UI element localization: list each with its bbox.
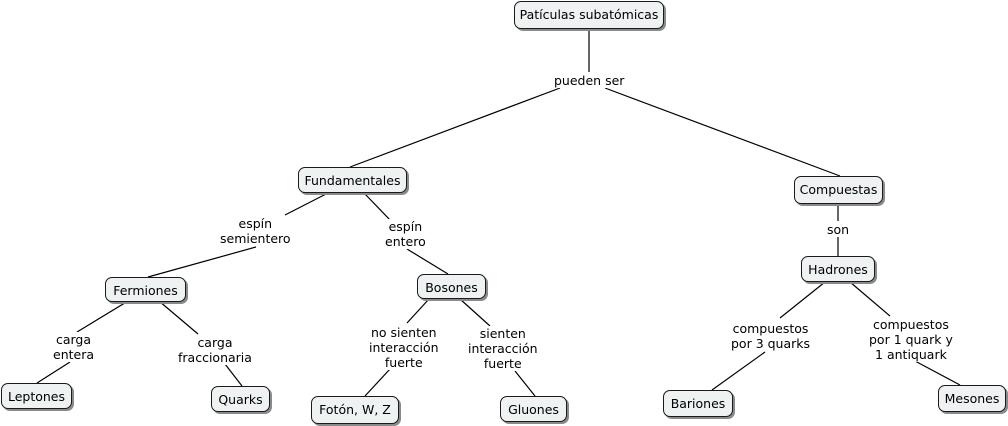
link-compuestos-por-1-quark-y-1-antiquark: compuestos por 1 quark y 1 antiquark (867, 317, 955, 362)
concept-hadrones[interactable]: Hadrones (801, 256, 875, 282)
concept-compuestas[interactable]: Compuestas (794, 176, 883, 204)
link-no-sienten-interaccion-fuerte: no sienten interacción fuerte (367, 325, 441, 370)
concept-fermiones[interactable]: Fermiones (105, 277, 186, 302)
concept-fundamentales[interactable]: Fundamentales (298, 167, 407, 193)
link-sienten-interaccion-fuerte: sienten interacción fuerte (466, 326, 540, 371)
concept-quarks[interactable]: Quarks (211, 386, 270, 412)
concept-leptones[interactable]: Leptones (1, 383, 72, 409)
link-espin-entero: espín entero (383, 219, 428, 249)
concept-particulas-subatomicas[interactable]: Patículas subatómicas (514, 1, 664, 29)
concept-bosones[interactable]: Bosones (417, 274, 486, 299)
link-pueden-ser: pueden ser (552, 73, 627, 88)
link-carga-fraccionaria: carga fraccionaria (176, 335, 254, 365)
link-carga-entera: carga entera (51, 332, 97, 362)
concept-gluones[interactable]: Gluones (500, 396, 567, 422)
concept-foton-w-z[interactable]: Fotón, W, Z (311, 396, 399, 424)
concept-bariones[interactable]: Bariones (663, 390, 733, 417)
concept-mesones[interactable]: Mesones (938, 385, 1006, 412)
link-compuestos-por-3-quarks: compuestos por 3 quarks (729, 321, 813, 351)
link-son: son (825, 222, 852, 237)
link-espin-semientero: espín semientero (218, 216, 293, 246)
